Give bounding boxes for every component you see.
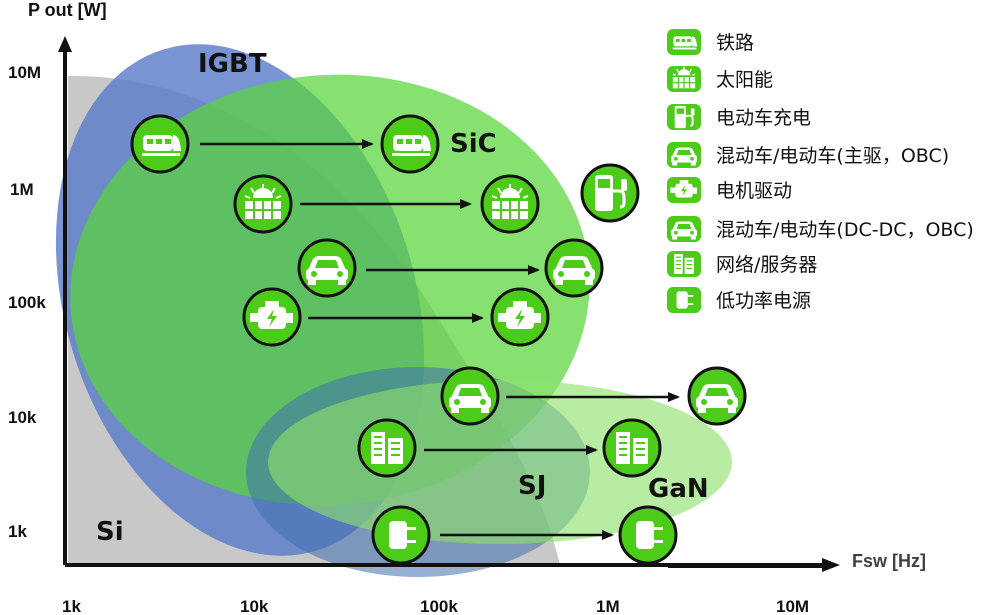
x-axis-arrow	[822, 558, 840, 572]
x-tick-10m: 10M	[776, 597, 809, 615]
x-axis-label: Fsw [Hz]	[852, 551, 926, 571]
legend-item: 电机驱动	[667, 177, 792, 203]
legend-label: 网络/服务器	[716, 254, 817, 276]
plug-icon	[667, 287, 701, 313]
legend-item: 太阳能	[667, 65, 773, 92]
plug-icon	[371, 505, 431, 565]
x-tick-100k: 100k	[420, 597, 458, 615]
legend-label: 铁路	[716, 32, 754, 54]
legend-item: 混动车/电动车(主驱，OBC)	[667, 142, 949, 168]
server-icon	[602, 418, 662, 478]
x-axis-overlay-bar	[668, 564, 828, 568]
ev-charger-icon	[667, 104, 701, 130]
legend-background	[660, 25, 980, 317]
legend-label: 电机驱动	[716, 180, 792, 202]
sic-label: SiC	[450, 129, 497, 159]
y-axis-arrow	[58, 36, 72, 52]
x-tick-1k: 1k	[62, 597, 81, 615]
si-label: Si	[96, 517, 124, 547]
legend-item: 铁路	[667, 29, 754, 55]
server-icon	[357, 418, 417, 478]
migration-arrows	[200, 139, 680, 540]
car-icon	[667, 216, 701, 242]
legend-label: 混动车/电动车(DC-DC，OBC)	[716, 219, 974, 241]
train-icon	[380, 114, 440, 174]
sj-label: SJ	[518, 471, 546, 501]
legend-item: 混动车/电动车(DC-DC，OBC)	[667, 216, 974, 242]
application-icons	[130, 114, 747, 565]
car-icon	[687, 366, 747, 426]
legend-label: 电动车充电	[716, 107, 811, 129]
igbt-label: IGBT	[198, 49, 267, 79]
car-icon	[440, 366, 500, 426]
y-axis-label: P out [W]	[28, 0, 107, 20]
train-icon	[667, 29, 701, 55]
plug-icon	[618, 505, 678, 565]
legend-item: 网络/服务器	[667, 251, 817, 277]
y-tick-100k: 100k	[8, 293, 46, 312]
car-icon	[667, 142, 701, 168]
solar-icon	[667, 65, 701, 92]
ev-charger-icon	[580, 163, 640, 223]
train-icon	[130, 114, 190, 174]
legend-item: 低功率电源	[667, 287, 811, 313]
y-tick-1k: 1k	[8, 522, 27, 541]
solar-icon	[480, 174, 540, 234]
solar-icon	[233, 174, 293, 234]
server-icon	[667, 251, 701, 277]
motor-icon	[667, 177, 701, 203]
y-tick-10k: 10k	[8, 408, 37, 427]
car-icon	[544, 238, 604, 298]
y-tick-1m: 1M	[10, 180, 34, 199]
gan-label: GaN	[648, 474, 709, 504]
x-tick-10k: 10k	[240, 597, 269, 615]
y-tick-10m: 10M	[8, 63, 41, 82]
legend-label: 低功率电源	[716, 290, 811, 312]
motor-icon	[490, 287, 550, 347]
x-tick-1m: 1M	[596, 597, 620, 615]
legend-label: 太阳能	[716, 69, 773, 91]
motor-icon	[242, 287, 302, 347]
legend-label: 混动车/电动车(主驱，OBC)	[716, 145, 949, 167]
legend-item: 电动车充电	[667, 104, 811, 130]
car-icon	[297, 238, 357, 298]
